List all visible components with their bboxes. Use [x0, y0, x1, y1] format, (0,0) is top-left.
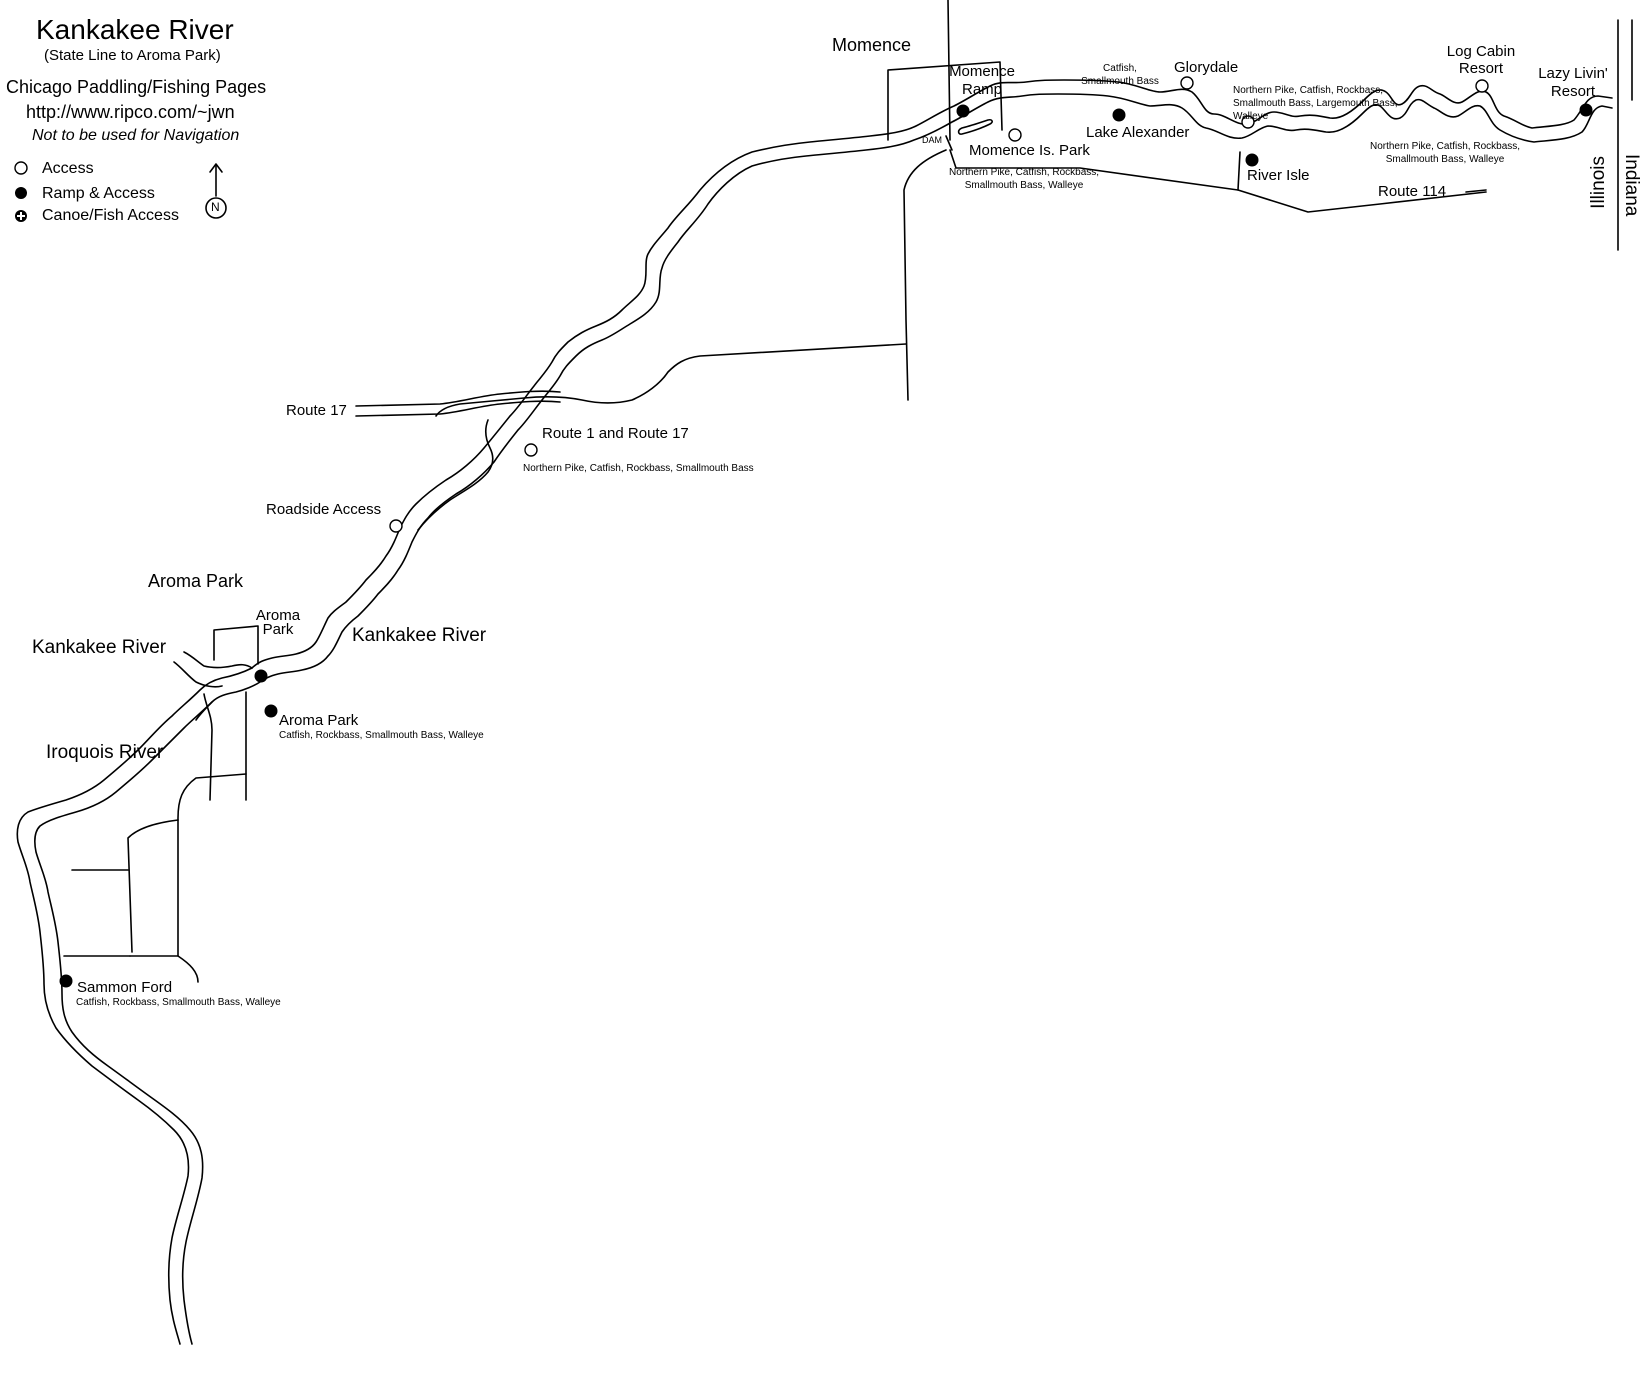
sammon-road-east: [129, 773, 247, 957]
legend-canoe-icon: [15, 210, 27, 222]
north-arrow-label: N: [211, 200, 220, 214]
glorydale-fish-label: Northern Pike, Catfish, Rockbass, Smallm…: [1233, 85, 1398, 122]
momence-fish-label: Northern Pike, Catfish, Rockbass, Smallm…: [948, 167, 1100, 191]
map-subtitle: (State Line to Aroma Park): [44, 47, 221, 64]
access-momence-is-park-icon: [1008, 128, 1022, 142]
log-cabin-label-2: Resort: [1458, 60, 1504, 77]
aroma-park-ramp-label: Aroma Park: [279, 712, 359, 729]
lake-alexander-label: Lake Alexander: [1086, 124, 1190, 141]
route-1-17-fish-label: Northern Pike, Catfish, Rockbass, Smallm…: [523, 463, 754, 474]
legend-ramp-label: Ramp & Access: [42, 185, 155, 202]
site-url: http://www.ripco.com/~jwn: [26, 102, 235, 122]
route-1-17-label: Route 1 and Route 17: [542, 425, 689, 442]
momence-north-road: [947, 0, 951, 141]
momence-ramp-label-2: Ramp: [961, 81, 1002, 98]
route-114-tick: [1465, 189, 1487, 193]
sammon-ford-fish-label: Catfish, Rockbass, Smallmouth Bass, Wall…: [76, 997, 281, 1008]
route-17-north-line: [355, 390, 561, 407]
access-glorydale-icon: [1180, 76, 1194, 90]
momence-island: [957, 119, 993, 135]
sammon-road-south: [177, 955, 199, 983]
momence-west-road: [435, 343, 907, 417]
ramp-lazy-livin-icon: [1579, 103, 1593, 117]
ramp-river-isle-icon: [1245, 153, 1259, 167]
momence-south-highway: [903, 149, 947, 401]
route-17-south-line: [355, 400, 561, 417]
north-arrow-head: [209, 163, 223, 173]
iroquois-river-arm: [195, 701, 213, 721]
town-aroma-park: Aroma Park: [148, 571, 244, 591]
roadside-access-label: Roadside Access: [266, 501, 382, 518]
kankakee-river-west-label: Kankakee River: [32, 637, 167, 658]
lazy-livin-label-2: Resort: [1550, 83, 1596, 100]
dam-line: [945, 135, 953, 151]
river-isle-label: River Isle: [1247, 167, 1310, 184]
access-log-cabin-icon: [1475, 79, 1489, 93]
map-title: Kankakee River: [36, 14, 234, 45]
lazy-livin-label-1: Lazy Livin': [1538, 65, 1608, 82]
north-arrow-circle: [205, 197, 227, 219]
route-114-label: Route 114: [1378, 183, 1447, 200]
kankakee-west-arm-south: [173, 661, 223, 688]
indiana-label: Indiana: [1621, 154, 1642, 217]
site-name: Chicago Paddling/Fishing Pages: [6, 77, 267, 97]
access-route-1-icon: [524, 443, 538, 457]
aroma-park-boundary: [213, 625, 259, 665]
ramp-momence-icon: [956, 104, 970, 118]
aroma-park-road-2: [203, 693, 213, 801]
ramp-sammon-ford-icon: [59, 974, 73, 988]
kankakee-river-north-bank: [16, 79, 1613, 1345]
dam-label: DAM: [922, 135, 942, 145]
kankakee-river-south-bank: [34, 93, 1613, 1345]
kankakee-west-arm-north: [183, 651, 253, 669]
kankakee-river-east-label: Kankakee River: [352, 625, 487, 646]
legend-access-icon: [14, 161, 28, 175]
legend-access-label: Access: [42, 160, 94, 177]
log-cabin-label-1: Log Cabin: [1446, 43, 1516, 60]
navigation-disclaimer: Not to be used for Navigation: [32, 127, 240, 144]
route-1-road: [417, 419, 494, 531]
legend-ramp-icon: [15, 187, 27, 199]
aroma-park-small-label-1: Aroma: [255, 607, 301, 624]
ramp-aroma-park-town-icon: [254, 669, 268, 683]
ramp-lake-alexander-icon: [1112, 108, 1126, 122]
aroma-park-small-label-2: Park: [262, 621, 294, 638]
legend-canoe-label: Canoe/Fish Access: [42, 207, 179, 224]
ramp-aroma-park-icon: [264, 704, 278, 718]
illinois-label: Illinois: [1588, 156, 1609, 209]
sammon-ford-label: Sammon Ford: [77, 979, 173, 996]
aroma-park-fish-label: Catfish, Rockbass, Smallmouth Bass, Wall…: [279, 730, 484, 741]
momence-town-boundary: [887, 61, 1003, 141]
sammon-road-inner: [127, 819, 179, 953]
iroquois-river-label: Iroquois River: [46, 742, 164, 763]
town-momence: Momence: [832, 35, 912, 55]
access-roadside-icon: [389, 519, 403, 533]
momence-is-park-label: Momence Is. Park: [969, 142, 1090, 159]
route-17-label: Route 17: [286, 402, 347, 419]
access-glorydale-south-icon: [1241, 115, 1255, 129]
momence-ramp-label-1: Momence: [949, 63, 1015, 80]
catfish-sb-label: Catfish, Smallmouth Bass: [1081, 63, 1159, 87]
river-isle-road: [1237, 151, 1241, 191]
glorydale-label: Glorydale: [1174, 59, 1239, 76]
east-fish-label: Northern Pike, Catfish, Rockbass, Smallm…: [1369, 141, 1521, 165]
